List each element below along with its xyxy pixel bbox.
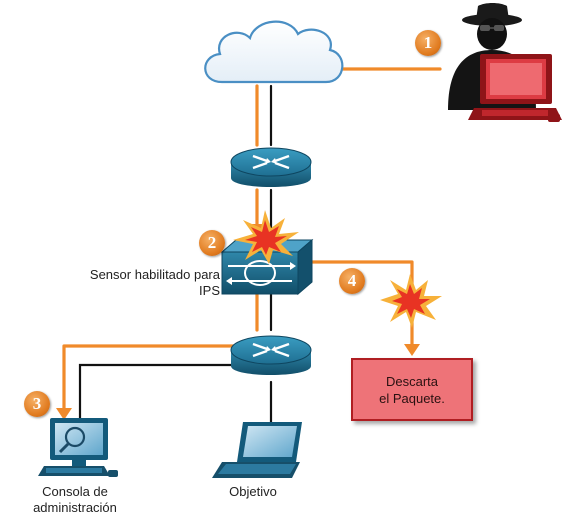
network-links bbox=[78, 84, 273, 427]
cloud-icon bbox=[204, 20, 344, 84]
console-label-line2: administración bbox=[33, 500, 117, 515]
console-pc-icon bbox=[38, 418, 118, 477]
drop-label-line1: Descarta bbox=[385, 373, 439, 389]
explosion-icon bbox=[233, 210, 299, 264]
drop-label-line2: el Paquete. bbox=[379, 390, 445, 406]
router-icon bbox=[230, 147, 312, 187]
step-4-badge: 4 bbox=[339, 268, 365, 294]
router-icon bbox=[230, 335, 312, 375]
target-label: Objetivo bbox=[229, 484, 277, 499]
console-label: Consola de administración bbox=[20, 484, 130, 516]
step-1-badge: 1 bbox=[415, 30, 441, 56]
drop-packet-box: Descarta el Paquete. bbox=[351, 358, 473, 421]
sensor-label-line2: IPS bbox=[199, 283, 220, 298]
console-label-line1: Consola de bbox=[42, 484, 108, 499]
sensor-label-line1: Sensor habilitado para bbox=[89, 267, 220, 282]
explosion-icon bbox=[380, 274, 442, 328]
attacker-icon bbox=[448, 3, 562, 122]
step-3-badge: 3 bbox=[24, 391, 50, 417]
sensor-label: Sensor habilitado para IPS bbox=[76, 267, 220, 299]
step-2-badge: 2 bbox=[199, 230, 225, 256]
laptop-icon bbox=[212, 422, 302, 478]
